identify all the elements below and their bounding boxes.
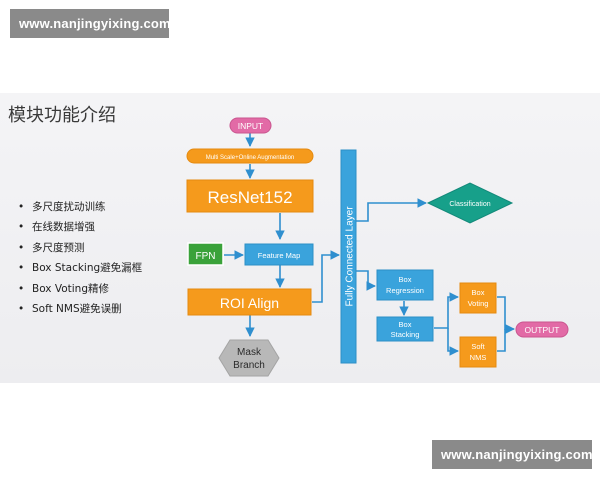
- fc-layer-node: Fully Connected Layer: [340, 149, 357, 364]
- bullet-text: Soft NMS避免误删: [32, 302, 122, 315]
- bullet-item: •Soft NMS避免误删: [18, 302, 122, 315]
- roi-align-node: ROI Align: [187, 288, 312, 316]
- soft-nms-line1: Soft: [471, 342, 485, 351]
- box-regression-line2: Regression: [386, 286, 424, 295]
- bullet-list: •多尺度扰动训练 •在线数据增强 •多尺度预测 •Box Stacking避免漏…: [18, 197, 142, 319]
- bullet-text: Box Voting精修: [32, 282, 110, 295]
- resnet-label: ResNet152: [207, 188, 292, 207]
- box-voting-line1: Box: [472, 288, 485, 297]
- augmentation-label: Multi Scale+Online Augmentation: [206, 155, 295, 161]
- architecture-diagram: INPUT Multi Scale+Online Augmentation Re…: [186, 117, 569, 377]
- box-voting-node: Box Voting: [459, 282, 497, 314]
- slide-title: 模块功能介绍: [8, 105, 116, 126]
- feature-map-node: Feature Map: [244, 243, 314, 266]
- roi-align-label: ROI Align: [220, 295, 279, 311]
- arrow-fc-regression: [356, 270, 376, 291]
- bullet-text: 在线数据增强: [32, 221, 95, 234]
- watermark-top: www.nanjingyixing.com: [10, 9, 171, 38]
- box-stacking-line1: Box: [399, 320, 412, 329]
- connectors: [224, 133, 515, 356]
- mask-branch-line2: Branch: [233, 360, 265, 371]
- bullet-text: 多尺度预测: [32, 241, 85, 254]
- input-label: INPUT: [238, 121, 264, 131]
- bullet-item: •Box Voting精修: [18, 282, 110, 295]
- output-label: OUTPUT: [525, 325, 560, 335]
- bullet-text: Box Stacking避免漏框: [32, 262, 143, 275]
- box-stacking-line2: Stacking: [391, 330, 420, 339]
- arrow-roi-fc: [312, 250, 340, 303]
- slide: 模块功能介绍 •多尺度扰动训练 •在线数据增强 •多尺度预测 •Box Stac…: [0, 93, 600, 383]
- arrow-stacking-voting: [434, 292, 459, 329]
- output-node: OUTPUT: [515, 321, 569, 338]
- box-voting-line2: Voting: [468, 299, 489, 308]
- arrow-voting-output: [497, 296, 515, 334]
- mask-branch-line1: Mask: [237, 347, 262, 358]
- box-regression-node: Box Regression: [376, 269, 434, 301]
- box-regression-line1: Box: [399, 275, 412, 284]
- box-stacking-node: Box Stacking: [376, 316, 434, 342]
- classification-node: Classification: [426, 182, 514, 224]
- arrow-softnms-output: [497, 329, 506, 352]
- feature-map-label: Feature Map: [258, 251, 301, 260]
- bullet-text: 多尺度扰动训练: [32, 201, 106, 213]
- soft-nms-line2: NMS: [470, 353, 487, 362]
- fpn-label: FPN: [196, 251, 216, 262]
- mask-branch-node: Mask Branch: [218, 339, 280, 377]
- fc-layer-label: Fully Connected Layer: [345, 206, 356, 307]
- bullet-item: •多尺度扰动训练: [18, 201, 106, 213]
- fpn-node: FPN: [187, 242, 224, 266]
- arrow-fc-classification: [356, 198, 427, 222]
- soft-nms-node: Soft NMS: [459, 336, 497, 368]
- input-node: INPUT: [229, 117, 272, 134]
- classification-label: Classification: [449, 201, 490, 208]
- augmentation-node: Multi Scale+Online Augmentation: [186, 148, 314, 164]
- bullet-item: •多尺度预测: [18, 241, 85, 254]
- resnet-node: ResNet152: [186, 179, 314, 213]
- bullet-item: •在线数据增强: [18, 221, 95, 234]
- bullet-item: •Box Stacking避免漏框: [18, 262, 143, 275]
- watermark-bottom: www.nanjingyixing.com: [432, 440, 593, 469]
- arrow-stacking-softnms: [447, 328, 459, 356]
